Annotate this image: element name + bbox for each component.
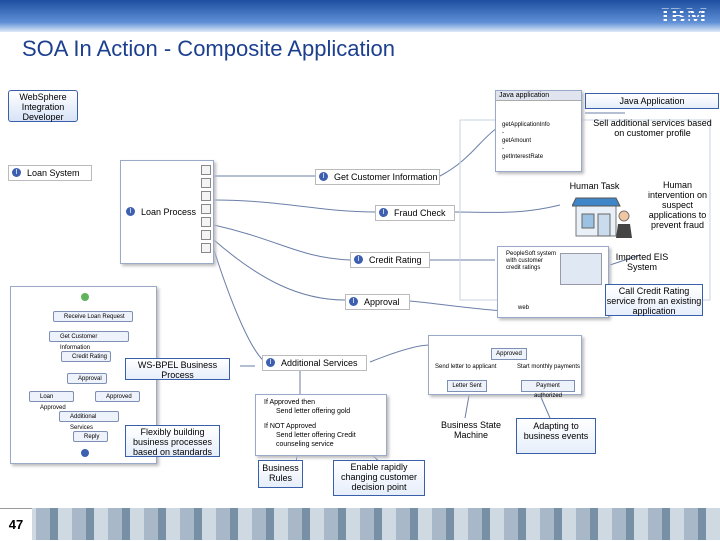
fraud-check-node[interactable]: I Fraud Check <box>375 205 455 221</box>
java-app-panel: Java application getApplicationInfo - ge… <box>495 90 582 172</box>
bpel-step-5: Loan Approved <box>29 391 74 411</box>
link-approval <box>213 239 346 301</box>
approval-node[interactable]: I Approval <box>345 294 410 310</box>
peoplesoft-text: PeopleSoft system with customer credit r… <box>506 251 557 271</box>
bpel-step-8: Reply <box>73 431 108 442</box>
bpel-step-6: Approved <box>95 391 140 402</box>
human-task-icon: I <box>379 208 388 217</box>
reference-ports <box>201 165 211 255</box>
port-1 <box>201 165 211 175</box>
imported-eis-text: Imported EIS System <box>615 252 669 272</box>
link-fraud-check <box>213 199 376 213</box>
process-icon: I <box>126 207 135 216</box>
pointer-eis <box>609 254 641 266</box>
page-title: SOA In Action - Composite Application <box>22 36 395 61</box>
get-customer-label: Get Customer Information <box>334 172 438 182</box>
server-icon <box>560 253 602 285</box>
state-machine-text: Business State Machine <box>440 420 502 440</box>
rule-icon: I <box>349 297 358 306</box>
loan-system-node[interactable]: I Loan System <box>8 165 92 181</box>
sell-services-text: Sell additional services based on custom… <box>593 118 712 138</box>
port-6 <box>201 230 211 240</box>
storefront-icon <box>572 197 632 238</box>
human-task-text: Human Task <box>569 181 620 191</box>
import-icon: I <box>12 168 21 177</box>
port-3 <box>201 191 211 201</box>
credit-rating-node[interactable]: I Credit Rating <box>350 252 430 268</box>
page-number: 47 <box>0 508 32 541</box>
state-payment-authorized: Payment authorized <box>521 380 575 399</box>
port-4 <box>201 204 211 214</box>
link-state-machine <box>369 344 431 363</box>
link-additional-services <box>213 249 266 363</box>
port-7 <box>201 243 211 253</box>
port-5 <box>201 217 211 227</box>
rules-panel: If Approved then Send letter offering go… <box>255 394 387 456</box>
enable-rapid-callout: Enable rapidly changing customer decisio… <box>333 460 425 496</box>
state-letter-sent: Letter Sent <box>447 380 487 392</box>
rule-line-4: Send letter offering Credit counseling s… <box>276 432 356 448</box>
bpel-step-3: Credit Rating <box>61 351 111 362</box>
start-node <box>81 293 89 301</box>
approval-label: Approval <box>364 297 400 307</box>
additional-services-node[interactable]: I Additional Services <box>262 355 367 371</box>
flexibly-callout: Flexibly building business processes bas… <box>125 425 220 457</box>
header-bar <box>0 0 720 32</box>
link-credit-rating <box>213 224 351 261</box>
state-machine-panel: Approved Send letter to applicant Start … <box>428 335 582 399</box>
rule-line-2: Send letter offering gold <box>276 408 351 415</box>
credit-rating-label: Credit Rating <box>369 255 422 265</box>
bpel-step-1: Receive Loan Request <box>53 311 133 322</box>
port-2 <box>201 178 211 188</box>
link-java <box>439 127 498 177</box>
call-credit-callout: Call Credit Rating service from an exist… <box>605 284 703 316</box>
rule-line-3: If NOT Approved <box>264 423 317 430</box>
loan-system-label: Loan System <box>27 168 80 178</box>
loan-process-panel[interactable]: I Loan Process <box>120 160 214 264</box>
java-application-callout: Java Application <box>585 93 719 109</box>
business-rules-callout: Business Rules <box>258 460 303 488</box>
get-customer-node[interactable]: I Get Customer Information <box>315 169 440 185</box>
java-line-4: - <box>502 146 504 152</box>
bpel-step-7: Additional Services <box>59 411 119 431</box>
ibm-logo: IBM <box>661 3 708 28</box>
java-line-3: getAmount <box>502 138 532 144</box>
websphere-developer-label: WebSphere Integration Developer <box>8 90 78 122</box>
additional-services-label: Additional Services <box>281 358 358 368</box>
loan-process-label: Loan Process <box>141 207 197 217</box>
state-approved: Approved <box>491 348 527 360</box>
java-panel-title: Java application <box>496 91 581 101</box>
rule-line-1: If Approved then <box>264 399 315 406</box>
ws-bpel-callout: WS-BPEL Business Process <box>125 358 230 380</box>
bpel-step-2: Get Customer Information <box>49 331 129 351</box>
java-component-icon: I <box>319 172 328 181</box>
transition-send-letter: Send letter to applicant <box>435 364 497 370</box>
java-line-1: getApplicationInfo <box>502 122 550 128</box>
adapting-callout: Adapting to business events <box>516 418 596 454</box>
transition-start-monthly: Start monthly payments <box>517 364 581 370</box>
footer-image-strip <box>0 508 720 540</box>
state-machine-icon: I <box>266 358 275 367</box>
loan-process-node[interactable]: I Loan Process <box>123 205 203 221</box>
bpel-step-4: Approval <box>67 373 107 384</box>
human-intervention-text: Human intervention on suspect applicatio… <box>647 180 708 230</box>
peoplesoft-panel: PeopleSoft system with customer credit r… <box>497 246 609 318</box>
end-node <box>81 449 89 457</box>
fraud-check-label: Fraud Check <box>394 208 446 218</box>
import-icon: I <box>354 255 363 264</box>
link-human-task <box>454 204 561 213</box>
pointer-adapting <box>539 394 551 419</box>
java-line-2: - <box>502 130 504 136</box>
java-line-5: getInterestRate <box>502 154 544 160</box>
web-label: web <box>518 305 530 311</box>
